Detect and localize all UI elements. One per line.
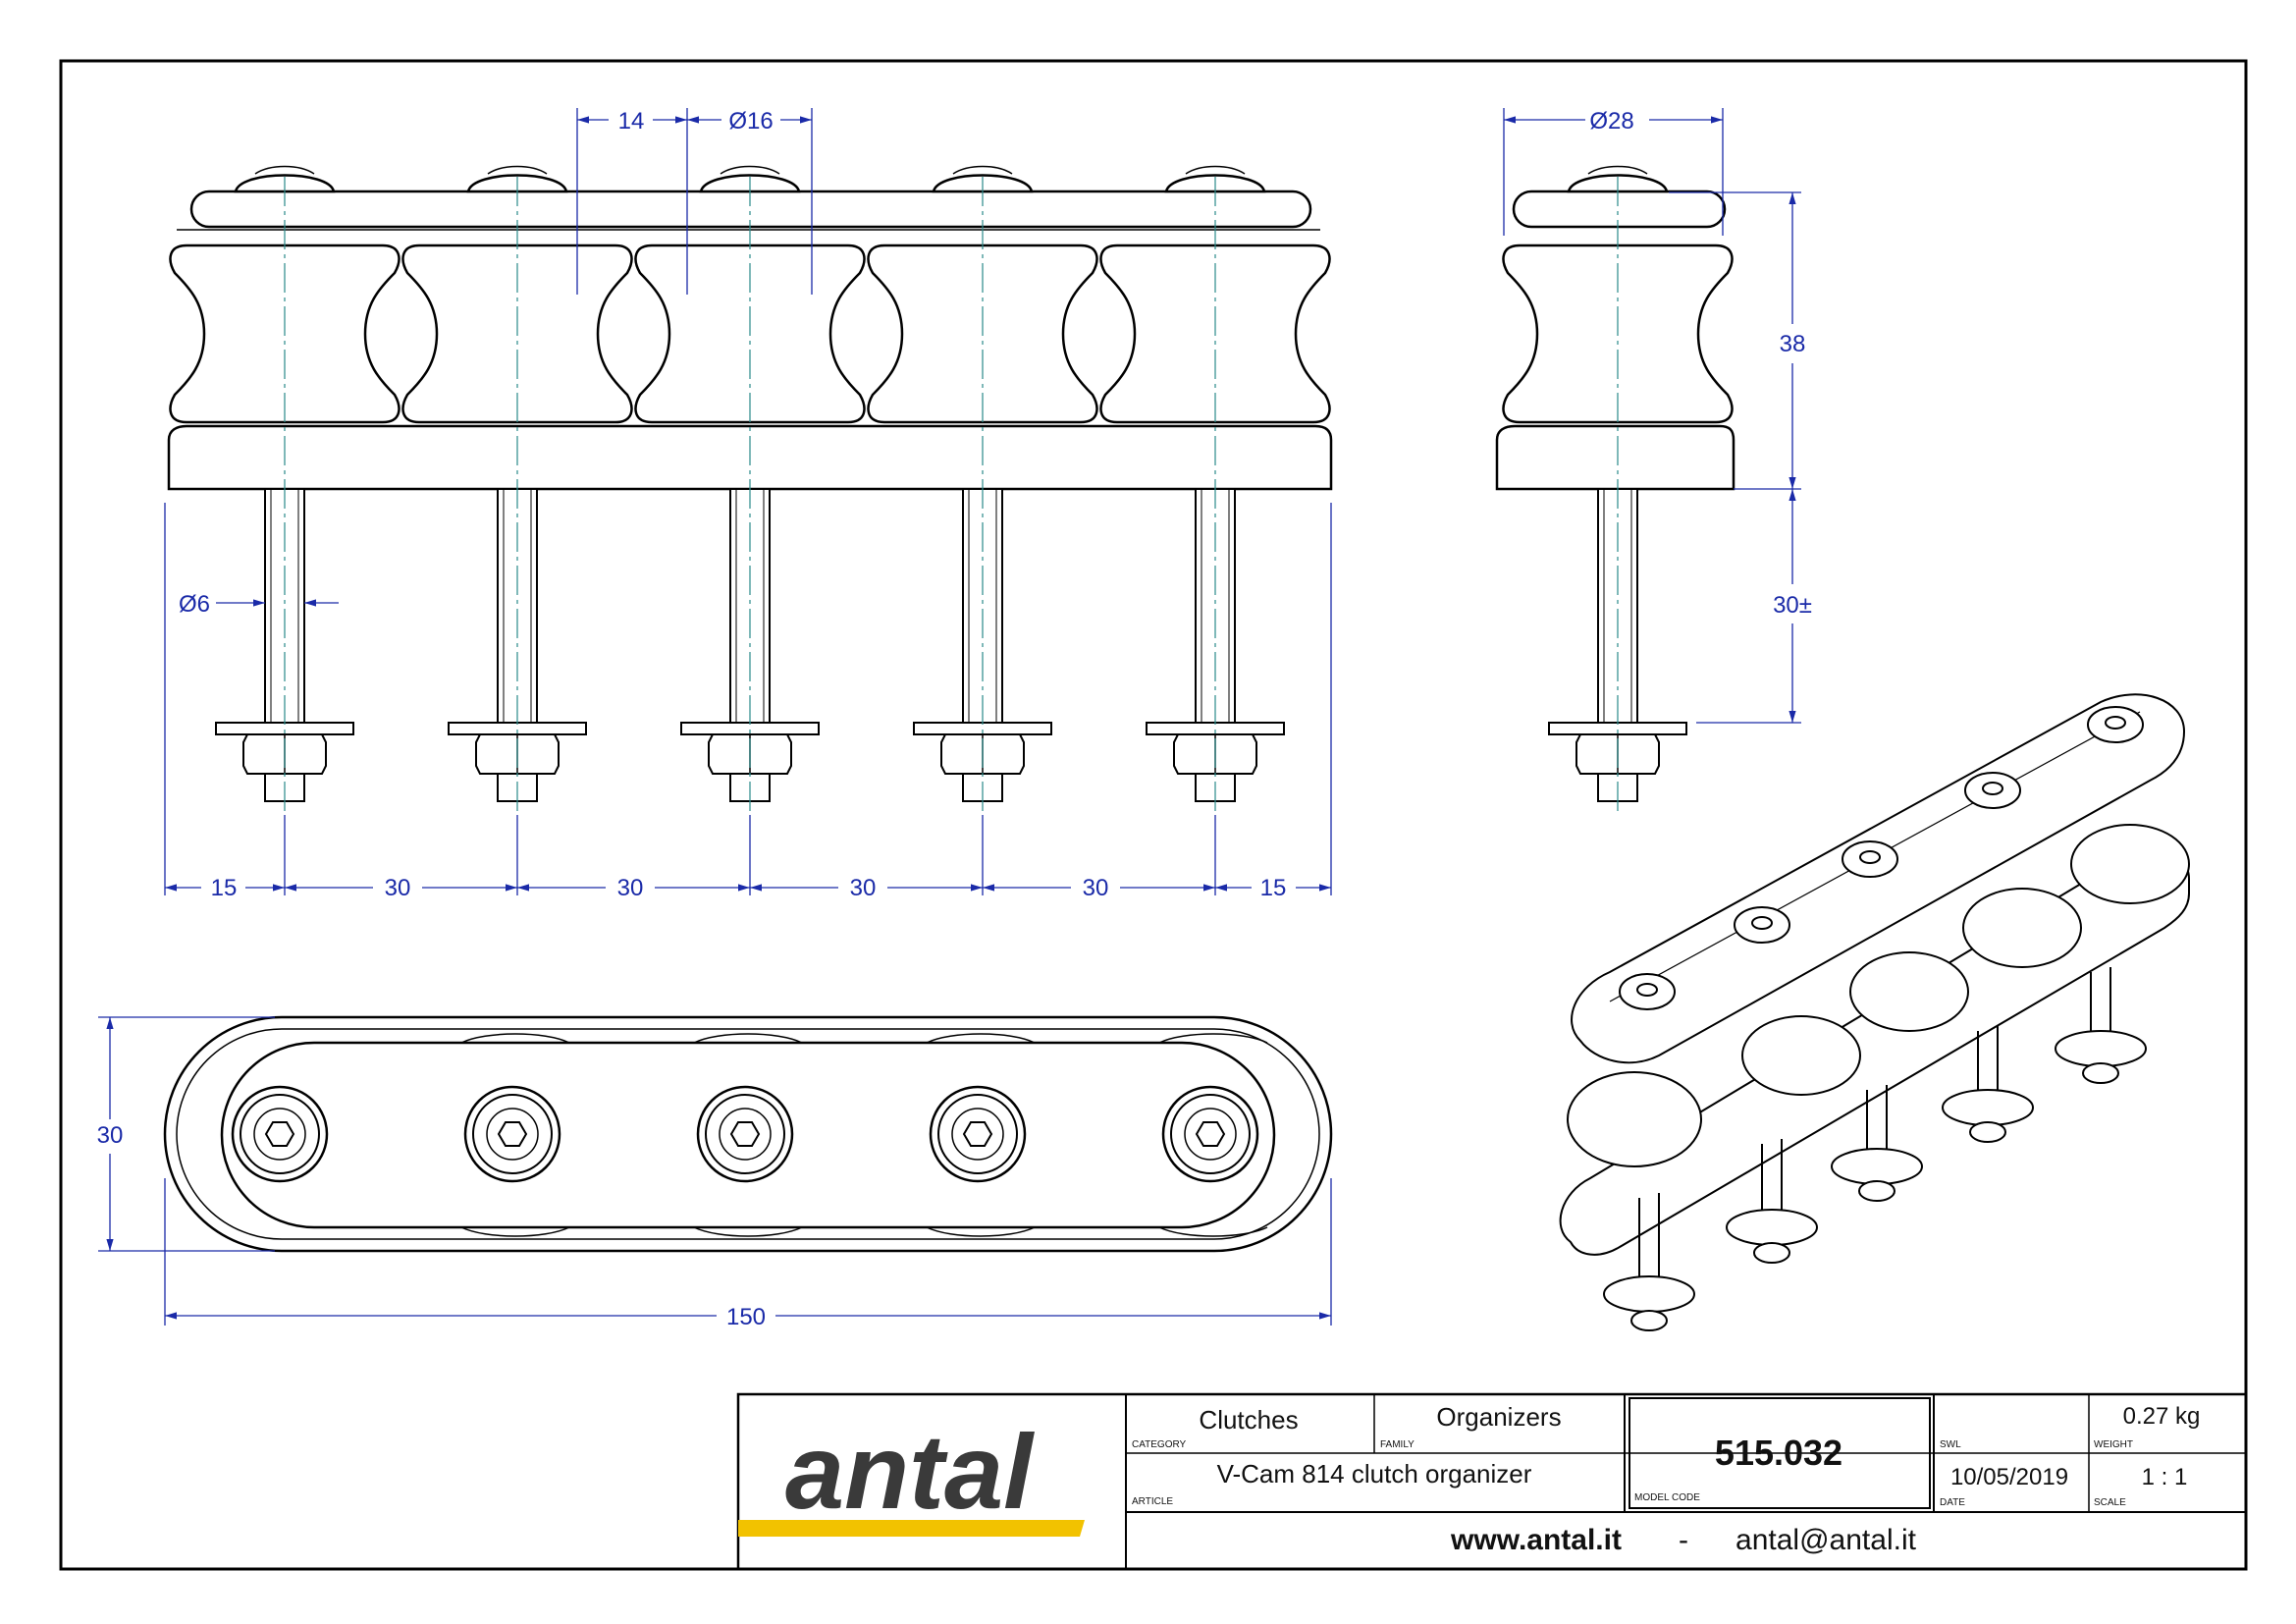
logo-text: antal (785, 1412, 1035, 1531)
dim-pitch: 14 (618, 108, 645, 135)
dim-roller-diameter: Ø16 (728, 108, 773, 135)
title-block (736, 1392, 2248, 1571)
weight-value: 0.27 kg (2123, 1403, 2201, 1430)
scale-label: SCALE (2094, 1497, 2126, 1508)
category-value: Clutches (1199, 1405, 1298, 1435)
dim-end-offset-left: 15 (211, 875, 238, 901)
model-code-value: 515.032 (1715, 1433, 1842, 1473)
dim-spacing-3: 30 (850, 875, 877, 901)
contact-separator: - (1679, 1524, 1688, 1556)
dim-bolt-length: 30± (1773, 592, 1812, 619)
dim-end-offset-right: 15 (1260, 875, 1287, 901)
front-view-dimensions (164, 108, 1332, 895)
dim-length: 150 (726, 1304, 766, 1330)
swl-label: SWL (1940, 1439, 1961, 1450)
family-label: FAMILY (1380, 1439, 1415, 1450)
website-link[interactable]: www.antal.it (1450, 1524, 1622, 1556)
dim-height: 38 (1780, 331, 1806, 357)
email-link[interactable]: antal@antal.it (1735, 1524, 1917, 1556)
weight-label: WEIGHT (2094, 1439, 2133, 1450)
plan-view (163, 1015, 1333, 1253)
isometric-view (1559, 693, 2190, 1331)
date-value: 10/05/2019 (1950, 1464, 2068, 1490)
dim-spacing-4: 30 (1083, 875, 1109, 901)
article-label: ARTICLE (1132, 1496, 1173, 1507)
dim-spacing-2: 30 (617, 875, 644, 901)
category-label: CATEGORY (1132, 1439, 1187, 1450)
model-code-label: MODEL CODE (1634, 1492, 1700, 1503)
date-label: DATE (1940, 1497, 1965, 1508)
antal-logo: antal (738, 1412, 1085, 1537)
family-value: Organizers (1436, 1402, 1561, 1432)
scale-value: 1 : 1 (2142, 1464, 2188, 1490)
dim-width: 30 (97, 1122, 124, 1149)
side-view (1495, 165, 1735, 815)
article-value: V-Cam 814 clutch organizer (1217, 1459, 1532, 1489)
plan-view-dimensions (98, 1016, 1332, 1326)
side-view-dimensions (1503, 108, 1801, 724)
dim-bolt-diameter: Ø6 (179, 591, 210, 618)
front-view (167, 165, 1333, 815)
dim-side-roller-diameter: Ø28 (1589, 108, 1633, 135)
dim-spacing-1: 30 (385, 875, 411, 901)
